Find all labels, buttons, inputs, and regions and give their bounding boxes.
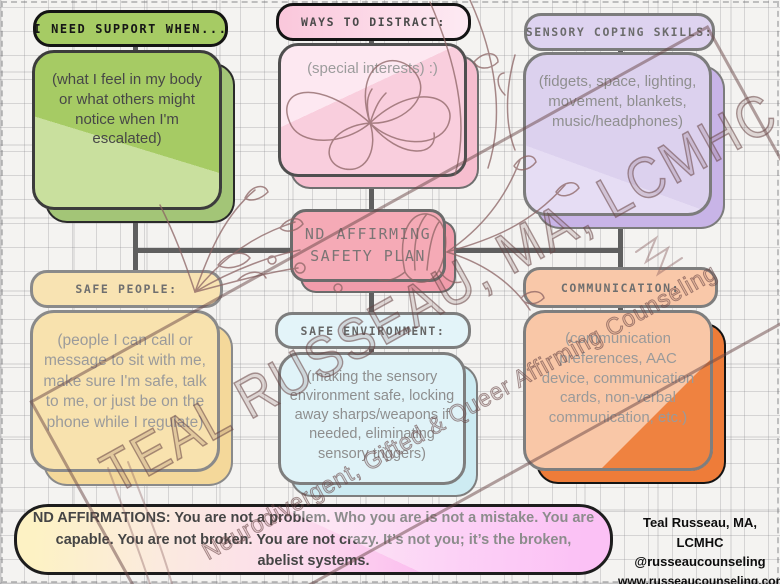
environment-title: SAFE ENVIRONMENT: bbox=[300, 323, 446, 338]
sensory-title: SENSORY COPING SKILLS: bbox=[525, 25, 714, 39]
attribution-block: Teal Russeau, MA, LCMHC @russeaucounseli… bbox=[618, 513, 780, 584]
support-note-card: (what I feel in my body or what others m… bbox=[32, 50, 222, 210]
distract-note-text: (special interests) :) bbox=[307, 60, 438, 77]
connector-left-spine bbox=[133, 212, 138, 272]
distract-note-card: (special interests) :) bbox=[278, 43, 467, 177]
support-title-pill: I NEED SUPPORT WHEN... bbox=[33, 10, 228, 47]
affirmations-banner: ND AFFIRMATIONS: You are not a problem. … bbox=[14, 504, 613, 575]
people-note-card: (people I can call or message to sit wit… bbox=[30, 310, 220, 472]
support-title: I NEED SUPPORT WHEN... bbox=[33, 21, 228, 36]
attribution-handle: @russeaucounseling bbox=[634, 554, 766, 569]
affirmations-text: ND AFFIRMATIONS: You are not a problem. … bbox=[32, 509, 595, 570]
distract-title-pill: WAYS TO DISTRACT: bbox=[276, 3, 471, 41]
communication-title: COMMUNICATION: bbox=[560, 280, 681, 295]
sensory-title-pill: SENSORY COPING SKILLS: bbox=[524, 13, 715, 51]
attribution-name: Teal Russeau, MA, LCMHC bbox=[643, 515, 757, 550]
people-title: SAFE PEOPLE: bbox=[75, 282, 178, 296]
plan-center-node: ND AFFIRMING SAFETY PLAN bbox=[290, 209, 446, 282]
communication-title-pill: COMMUNICATION: bbox=[523, 267, 718, 308]
attribution-website: www.russeaucounseling.com bbox=[618, 573, 780, 584]
sensory-note-text: (fidgets, space, lighting, movement, bla… bbox=[538, 73, 697, 130]
sensory-note-card: (fidgets, space, lighting, movement, bla… bbox=[523, 52, 712, 216]
support-note-text: (what I feel in my body or what others m… bbox=[51, 71, 203, 148]
connector-distract-plan bbox=[369, 175, 374, 211]
environment-note-text: (making the sensory environment safe, lo… bbox=[289, 369, 455, 462]
environment-title-pill: SAFE ENVIRONMENT: bbox=[275, 312, 471, 349]
distract-title: WAYS TO DISTRACT: bbox=[301, 15, 446, 29]
plan-title: ND AFFIRMING SAFETY PLAN bbox=[304, 224, 432, 265]
communication-note-text: (communication preferences, AAC device, … bbox=[541, 330, 695, 427]
communication-note-card: (communication preferences, AAC device, … bbox=[523, 310, 713, 471]
connector-right-spine bbox=[618, 218, 623, 269]
connector-left-horizontal bbox=[133, 248, 293, 253]
environment-note-card: (making the sensory environment safe, lo… bbox=[278, 352, 466, 485]
people-note-text: (people I can call or message to sit wit… bbox=[43, 332, 207, 431]
people-title-pill: SAFE PEOPLE: bbox=[30, 270, 223, 308]
connector-plan-environment bbox=[369, 281, 374, 314]
connector-right-horizontal bbox=[445, 248, 622, 253]
